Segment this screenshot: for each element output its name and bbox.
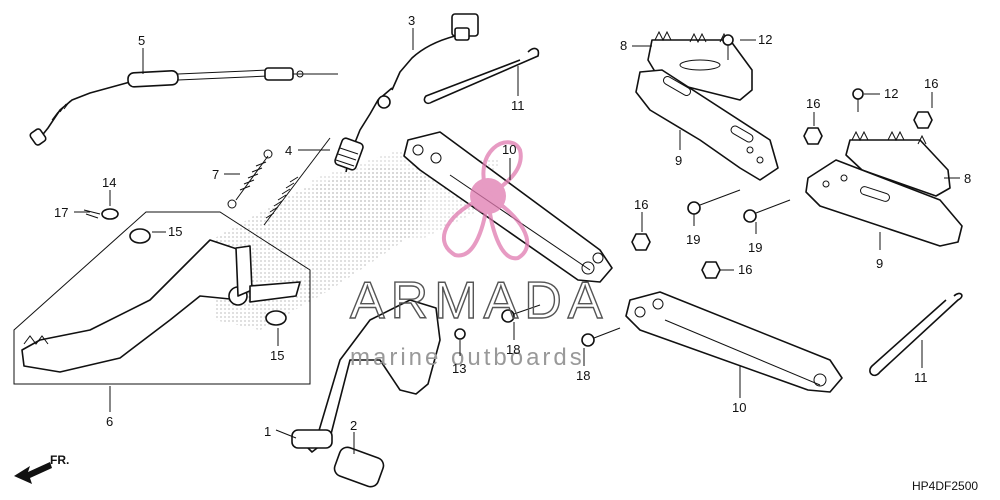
callout-9-top: 9 (675, 153, 682, 168)
callout-5: 5 (138, 33, 145, 48)
callout-18-right: 18 (576, 368, 590, 383)
callout-8-right: 8 (964, 171, 971, 186)
footrest-arm-10-lower (625, 291, 843, 393)
callout-18-left: 18 (506, 342, 520, 357)
brake-pedal (13, 211, 311, 385)
footrest-plate-8-right (845, 130, 951, 197)
callout-16-top-right: 16 (924, 76, 938, 91)
pin-11-right (869, 292, 963, 377)
watermark-logo (442, 140, 530, 261)
callout-16-mid: 16 (634, 197, 648, 212)
watermark-tagline: marine outboards (350, 344, 585, 371)
callout-19-right: 19 (748, 240, 762, 255)
callout-10-top: 10 (502, 142, 516, 157)
callout-12-top: 12 (758, 32, 772, 47)
footrest-plate-8-top (647, 30, 753, 101)
brake-lever-1 (291, 299, 441, 453)
callout-7: 7 (212, 167, 219, 182)
bolts-and-nuts (83, 34, 933, 347)
pin-11-top (423, 47, 540, 105)
spring-4 (263, 137, 331, 226)
callout-2: 2 (350, 418, 357, 433)
pedal-rubber-2 (333, 446, 385, 488)
callout-10-lower: 10 (732, 400, 746, 415)
diagram-code: HP4DF2500 (912, 479, 978, 493)
callout-15-bottom: 15 (270, 348, 284, 363)
spring-7 (227, 149, 273, 209)
callout-9-right: 9 (876, 256, 883, 271)
callout-4: 4 (285, 143, 292, 158)
callout-17: 17 (54, 205, 68, 220)
callout-15-top: 15 (168, 224, 182, 239)
brake-cable (29, 67, 338, 146)
callout-6: 6 (106, 414, 113, 429)
callout-3: 3 (408, 13, 415, 28)
footrest-bracket-9-top (635, 69, 779, 181)
watermark-brand: ARMADA (350, 272, 608, 330)
callout-12-right: 12 (884, 86, 898, 101)
callout-11-right: 11 (914, 370, 928, 385)
callout-16-lower: 16 (738, 262, 752, 277)
callout-11-top: 11 (511, 98, 525, 113)
stop-switch (334, 13, 479, 173)
callout-1: 1 (264, 424, 271, 439)
callout-14: 14 (102, 175, 116, 190)
leader-lines (74, 28, 960, 454)
footrest-bracket-9-right (805, 159, 963, 247)
callout-19-left: 19 (686, 232, 700, 247)
callout-13: 13 (452, 361, 466, 376)
callout-8-top: 8 (620, 38, 627, 53)
callout-16-top: 16 (806, 96, 820, 111)
front-direction-arrow: FR. (14, 453, 69, 484)
front-label: FR. (50, 453, 69, 467)
